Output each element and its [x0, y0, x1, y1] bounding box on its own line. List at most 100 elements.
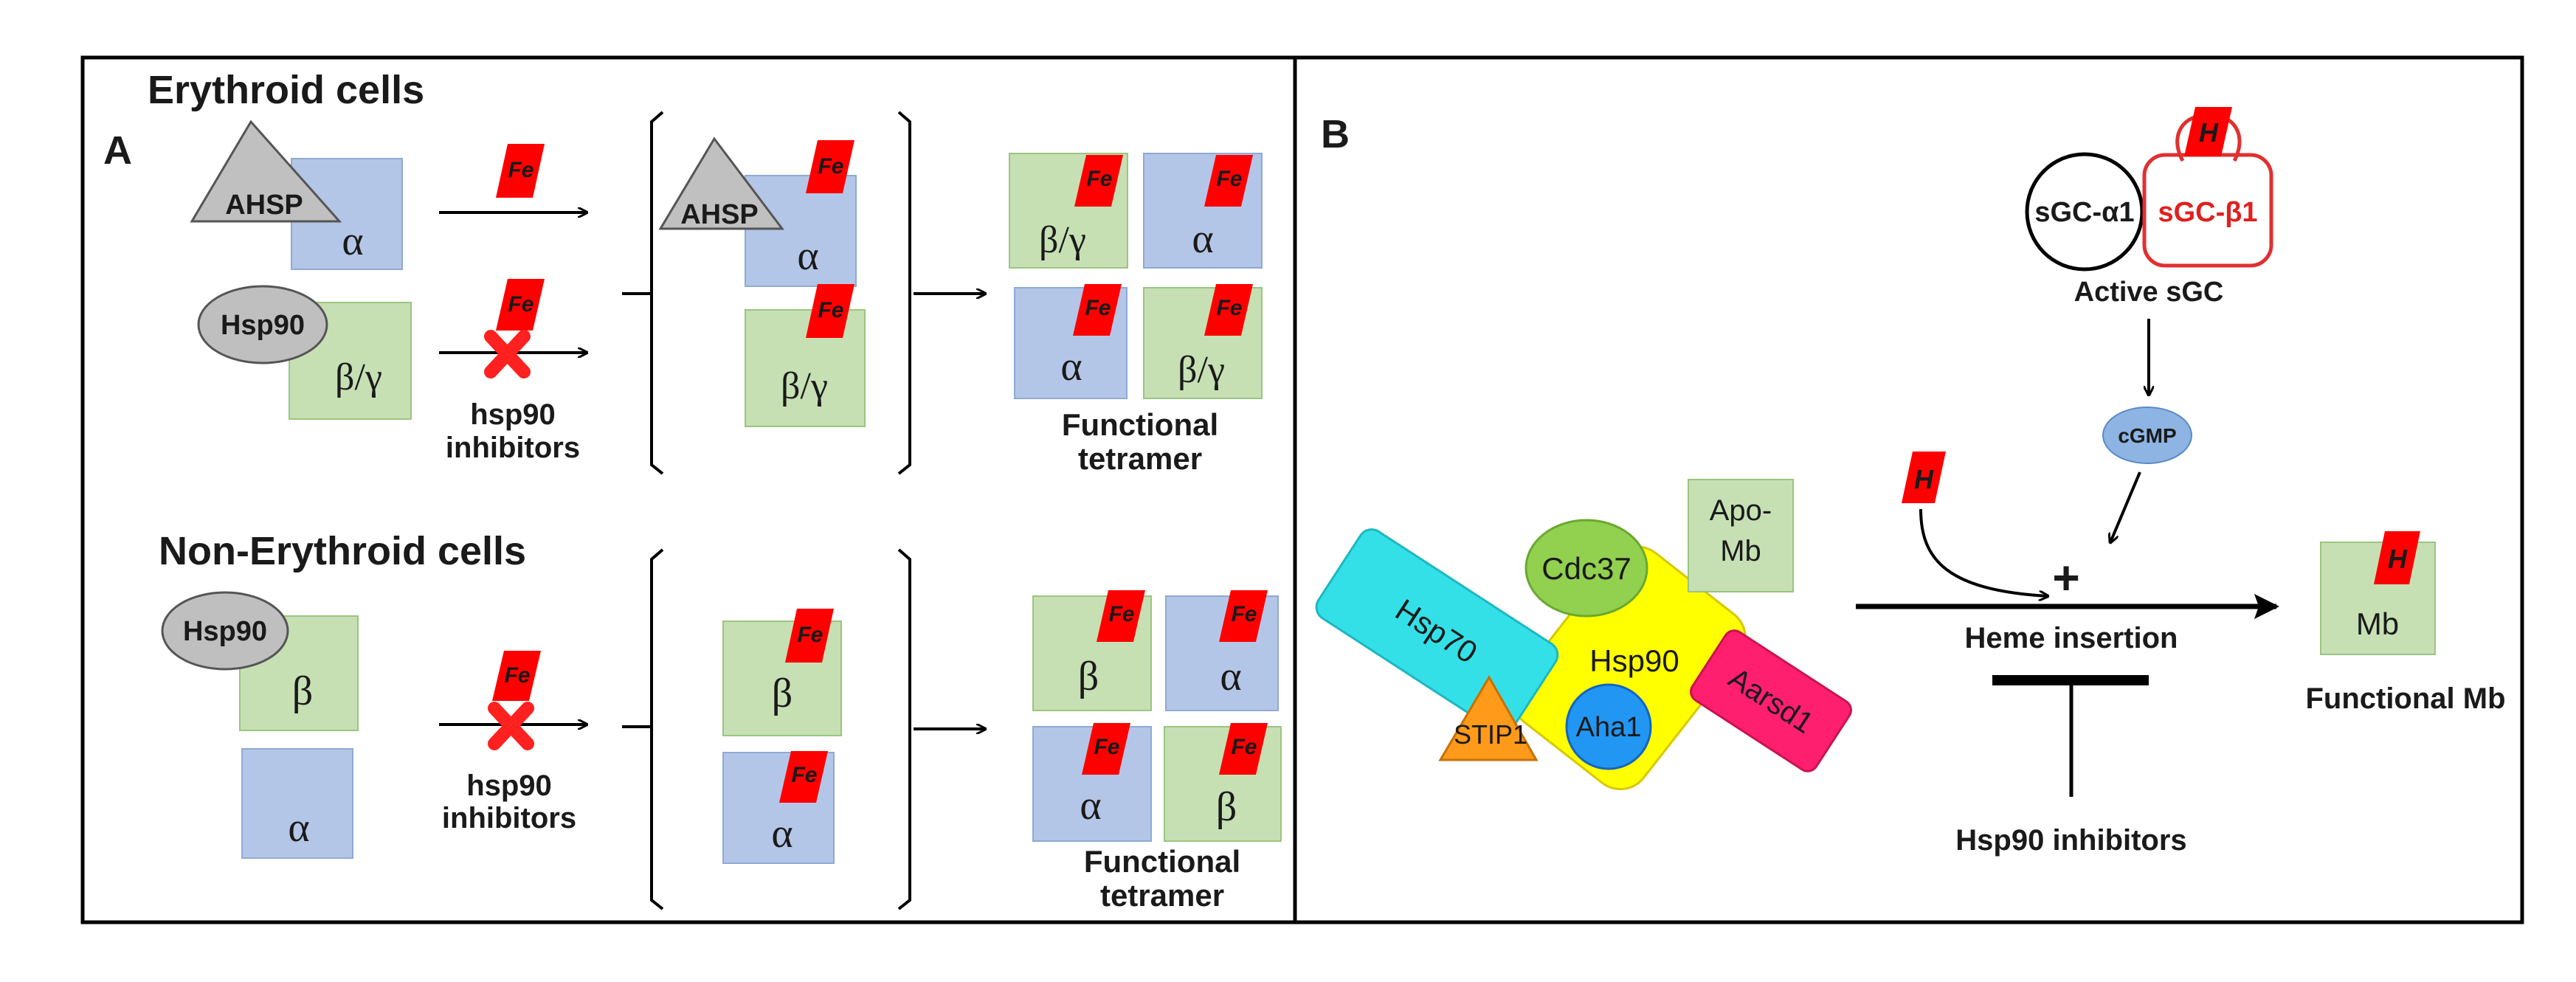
heme-fe-icon: Fe	[1082, 723, 1130, 775]
svg-text:Fe: Fe	[1216, 296, 1242, 320]
inhibitors-label-line1: hsp90	[466, 770, 552, 802]
alpha-label: α	[771, 811, 793, 857]
sgc-beta1-label: sGC-β1	[2158, 197, 2257, 228]
beta-gamma-label: β/γ	[335, 356, 382, 398]
heme-fe-icon: Fe	[785, 609, 834, 663]
svg-text:Fe: Fe	[508, 158, 533, 182]
svg-text:Fe: Fe	[1094, 735, 1119, 759]
active-sgc-label: Active sGC	[2074, 277, 2224, 308]
ahsp-label: AHSP	[225, 190, 303, 221]
heme-fe-icon: Fe	[1097, 590, 1145, 642]
subunit-label: α	[1060, 344, 1082, 390]
functional-mb-label: Functional Mb	[2305, 682, 2505, 715]
inhibitors-label-line1: hsp90	[470, 398, 556, 431]
svg-text:Fe: Fe	[797, 623, 823, 647]
hsp90-ellipse	[197, 285, 328, 364]
ahsp-label: AHSP	[680, 199, 759, 230]
tetramer-erythroid: β/γ α α β/γ Fe Fe Fe Fe	[1009, 153, 1263, 399]
right-bracket	[897, 111, 911, 475]
hsp90-label: Hsp90	[1589, 643, 1679, 678]
alpha-globin-box	[745, 175, 857, 287]
subunit-label: α	[1220, 654, 1241, 699]
block-x-icon	[488, 702, 534, 750]
subunit-label: β/γ	[1039, 219, 1086, 261]
aarsd1-shape	[1690, 629, 1852, 772]
stip1-label: STIP1	[1454, 719, 1527, 750]
heme-fe-icon: Fe	[1204, 284, 1253, 336]
arrow-cgmp-to-insertion	[2110, 471, 2141, 542]
beta-label: β	[292, 668, 314, 714]
plus-sign: +	[2052, 551, 2079, 604]
cdc37-label: Cdc37	[1541, 551, 1631, 586]
svg-text:Fe: Fe	[504, 663, 530, 688]
subunit-label: β	[1216, 784, 1237, 830]
cdc37-ellipse	[1524, 519, 1648, 618]
heme-fe-icon: Fe	[496, 279, 545, 331]
beta-gamma-globin-box	[745, 309, 866, 427]
subunit-label: β/γ	[1178, 349, 1225, 391]
block-x-icon	[484, 330, 531, 378]
subunit-label: β	[1078, 654, 1099, 699]
svg-text:Fe: Fe	[508, 292, 533, 317]
apo-mb-box	[1688, 479, 1794, 592]
right-bracket	[897, 548, 911, 910]
beta-gamma-label: β/γ	[781, 365, 828, 407]
mb-label: Mb	[2356, 606, 2399, 641]
svg-text:Fe: Fe	[818, 154, 843, 179]
heme-fe-icon: Fe	[1219, 723, 1268, 775]
functional-tetramer-label-line2: tetramer	[1100, 878, 1224, 913]
heme-fe-icon: Fe	[1219, 590, 1268, 642]
cgmp-ellipse	[2102, 407, 2192, 464]
heme-h-icon: H	[2184, 107, 2232, 156]
hsp90-ellipse	[161, 591, 289, 671]
svg-text:Fe: Fe	[1231, 735, 1257, 759]
sgc-alpha1-label: sGC-α1	[2034, 197, 2134, 228]
svg-text:Fe: Fe	[1085, 296, 1111, 320]
subunit-label: α	[1080, 783, 1101, 829]
aha1-circle	[1565, 683, 1652, 770]
svg-text:Fe: Fe	[791, 763, 817, 787]
panel-a-label: A	[103, 128, 132, 173]
alpha-label: α	[288, 805, 309, 851]
alpha-label: α	[342, 218, 363, 264]
hsp90-label: Hsp90	[221, 310, 305, 341]
functional-tetramer-label-line2: tetramer	[1078, 441, 1202, 476]
hsp90-inhibitors-label: Hsp90 inhibitors	[1955, 824, 2186, 857]
hsp90-label: Hsp90	[183, 616, 267, 647]
tetramer-non-erythroid: β α α β Fe Fe Fe Fe	[1032, 590, 1282, 842]
stip1-triangle	[1438, 675, 1539, 761]
heme-insertion-label: Heme insertion	[1965, 622, 2178, 654]
arrow-heme-to-insertion	[1919, 508, 2048, 596]
beta-label: β	[772, 671, 793, 716]
heme-fe-icon: Fe	[492, 651, 541, 701]
cgmp-label: cGMP	[2118, 424, 2176, 447]
heme-h-icon: H	[1902, 452, 1946, 503]
apo-mb-label-line1: Apo-	[1710, 494, 1772, 527]
svg-text:Fe: Fe	[1086, 167, 1112, 191]
ahsp-triangle	[190, 120, 342, 223]
functional-mb-box	[2320, 542, 2436, 655]
hsp70-shape	[1315, 528, 1559, 734]
svg-text:Fe: Fe	[1231, 602, 1257, 626]
svg-text:Fe: Fe	[818, 298, 843, 322]
svg-text:H: H	[1914, 464, 1934, 494]
heme-fe-icon: Fe	[1074, 155, 1123, 207]
alpha-globin-box	[241, 748, 353, 859]
svg-text:H: H	[2388, 544, 2408, 574]
apo-mb-label-line2: Mb	[1720, 535, 1761, 567]
inhibitors-label-line2: inhibitors	[442, 802, 576, 834]
inhibitors-label-line2: inhibitors	[446, 432, 580, 464]
heme-fe-icon: Fe	[1204, 155, 1253, 207]
svg-text:Fe: Fe	[1216, 167, 1242, 191]
functional-tetramer-label-line1: Functional	[1062, 407, 1218, 442]
svg-text:H: H	[2199, 117, 2219, 148]
heme-fe-icon: Fe	[806, 140, 854, 193]
erythroid-title: Erythroid cells	[148, 68, 424, 112]
aha1-label: Aha1	[1576, 712, 1642, 743]
svg-text:Fe: Fe	[1108, 602, 1134, 626]
heme-fe-icon: Fe	[496, 144, 545, 198]
subunit-label: α	[1192, 216, 1213, 262]
functional-tetramer-label-line1: Functional	[1084, 844, 1240, 879]
sgc-alpha1-circle	[2025, 152, 2144, 272]
